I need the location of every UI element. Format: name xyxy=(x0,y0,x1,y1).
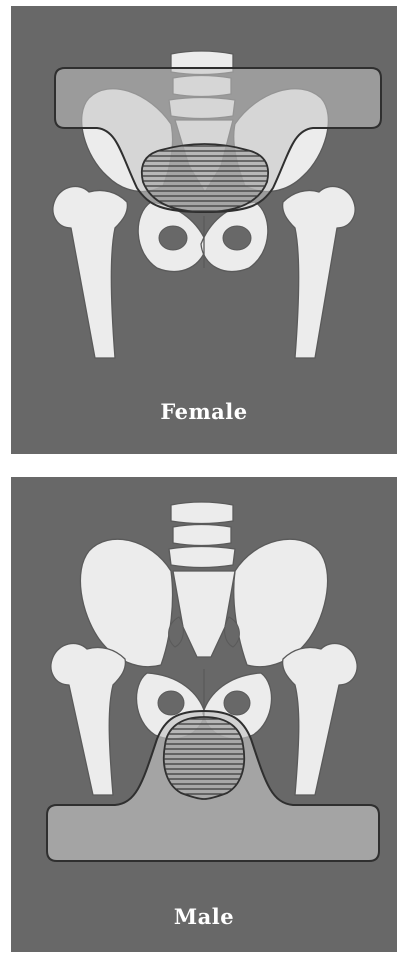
right-obturator-foramen xyxy=(223,226,251,250)
female-pelvis-panel: Female xyxy=(11,6,397,454)
female-pelvis-illustration xyxy=(11,6,397,454)
female-label: Female xyxy=(11,399,397,424)
right-femur xyxy=(283,643,357,795)
left-obturator-foramen xyxy=(158,691,184,715)
right-femur xyxy=(283,186,355,358)
left-obturator-foramen xyxy=(159,226,187,250)
right-obturator-foramen xyxy=(224,691,250,715)
left-femur xyxy=(51,643,125,795)
lumbar-vertebra xyxy=(171,502,233,524)
male-pelvis-illustration xyxy=(11,477,397,952)
lumbar-vertebra xyxy=(169,547,235,568)
left-femur xyxy=(53,186,127,358)
male-pelvis-panel: Male xyxy=(11,477,397,952)
pelvic-inlet xyxy=(142,144,268,212)
sacrum xyxy=(173,571,235,657)
male-label: Male xyxy=(11,904,397,929)
lumbar-vertebra xyxy=(173,525,231,546)
